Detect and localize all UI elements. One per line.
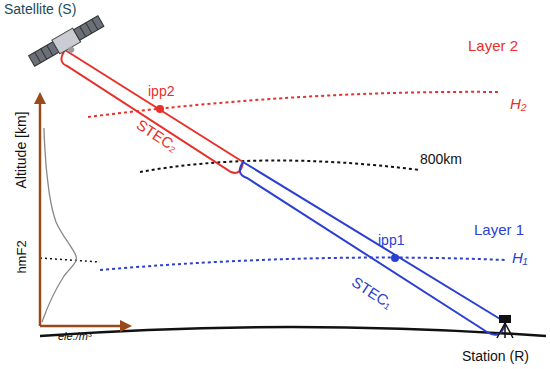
ground-line bbox=[40, 327, 546, 336]
height-label: H₂ bbox=[510, 96, 527, 113]
station-icon bbox=[497, 315, 513, 338]
signal-path-lower bbox=[243, 162, 505, 322]
altitude-axis bbox=[39, 102, 42, 326]
peak-height-label: hmF2 bbox=[15, 240, 29, 273]
station-label: Station (R) bbox=[462, 349, 529, 364]
layer-label: Layer 1 bbox=[474, 222, 524, 239]
pierce-point-label: ipp2 bbox=[148, 84, 174, 99]
density-axis bbox=[40, 325, 122, 328]
stec2-bracket bbox=[61, 50, 243, 173]
height-label: H₁ bbox=[512, 250, 528, 267]
layer1-curve bbox=[100, 258, 505, 270]
satellite-icon bbox=[28, 14, 108, 72]
stec-label: STEC₂ bbox=[133, 117, 180, 156]
stec1-bracket bbox=[240, 162, 505, 335]
pierce-point-label: ipp1 bbox=[378, 233, 404, 248]
signal-path-upper bbox=[65, 50, 243, 162]
ipp1-dot bbox=[391, 254, 399, 262]
altitude-label: 800km bbox=[420, 152, 462, 167]
axis-arrowhead bbox=[120, 320, 132, 332]
density-profile bbox=[42, 128, 76, 322]
axis-title: Altitude [km] bbox=[14, 111, 29, 188]
layer-label: Layer 2 bbox=[468, 38, 518, 55]
axis-unit-label: ele./m³ bbox=[58, 330, 92, 342]
axis-arrowhead bbox=[34, 92, 46, 104]
hmf2-line bbox=[40, 258, 100, 262]
stec-label: STEC₁ bbox=[349, 274, 396, 312]
800km-curve bbox=[140, 160, 420, 172]
satellite-label: Satellite (S) bbox=[4, 2, 76, 17]
ipp2-dot bbox=[156, 105, 164, 113]
